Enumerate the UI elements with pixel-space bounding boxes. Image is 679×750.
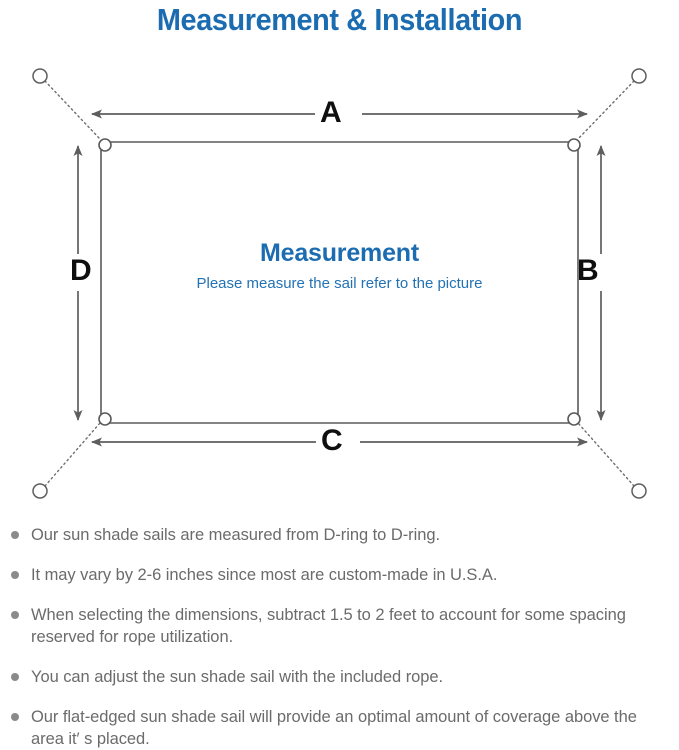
note-text: Our flat-edged sun shade sail will provi… — [31, 708, 637, 748]
list-item: You can adjust the sun shade sail with t… — [0, 666, 679, 688]
list-item: When selecting the dimensions, subtract … — [0, 604, 679, 648]
list-item: It may vary by 2-6 inches since most are… — [0, 564, 679, 586]
diagram-center-subtext: Please measure the sail refer to the pic… — [196, 275, 483, 292]
rope-bottom-left — [44, 422, 101, 487]
bullet-icon — [11, 571, 19, 579]
rope-top-right — [577, 80, 635, 140]
bullet-icon — [11, 713, 19, 721]
d-ring-top-right — [567, 138, 581, 152]
notes-list: Our sun shade sails are measured from D-… — [0, 524, 679, 750]
note-text: Our sun shade sails are measured from D-… — [31, 526, 440, 544]
page-title: Measurement & Installation — [156, 2, 523, 37]
sail-measurement-diagram: A B C D Measurement Please measure the s… — [0, 46, 679, 518]
d-ring-top-left — [98, 138, 112, 152]
dimension-label-c: C — [321, 424, 343, 457]
note-text: When selecting the dimensions, subtract … — [31, 606, 626, 646]
anchor-point-top-left — [32, 68, 48, 84]
list-item: Our sun shade sails are measured from D-… — [0, 524, 679, 546]
note-text: You can adjust the sun shade sail with t… — [31, 668, 444, 686]
anchor-point-bottom-left — [32, 483, 48, 499]
diagram-center-heading: Measurement — [260, 239, 419, 267]
bullet-icon — [11, 673, 19, 681]
diagram-svg — [32, 68, 647, 499]
anchor-point-bottom-right — [631, 483, 647, 499]
dimension-label-a: A — [320, 96, 342, 129]
rope-bottom-right — [577, 422, 635, 487]
anchor-point-top-right — [631, 68, 647, 84]
bullet-icon — [11, 611, 19, 619]
d-ring-bottom-left — [98, 412, 112, 426]
sail-body — [100, 141, 579, 424]
d-ring-bottom-right — [567, 412, 581, 426]
bullet-icon — [11, 531, 19, 539]
dimension-label-b: B — [577, 254, 599, 287]
dimension-label-d: D — [70, 254, 92, 287]
rope-top-left — [44, 80, 101, 140]
list-item: Our flat-edged sun shade sail will provi… — [0, 706, 679, 750]
note-text: It may vary by 2-6 inches since most are… — [31, 566, 498, 584]
